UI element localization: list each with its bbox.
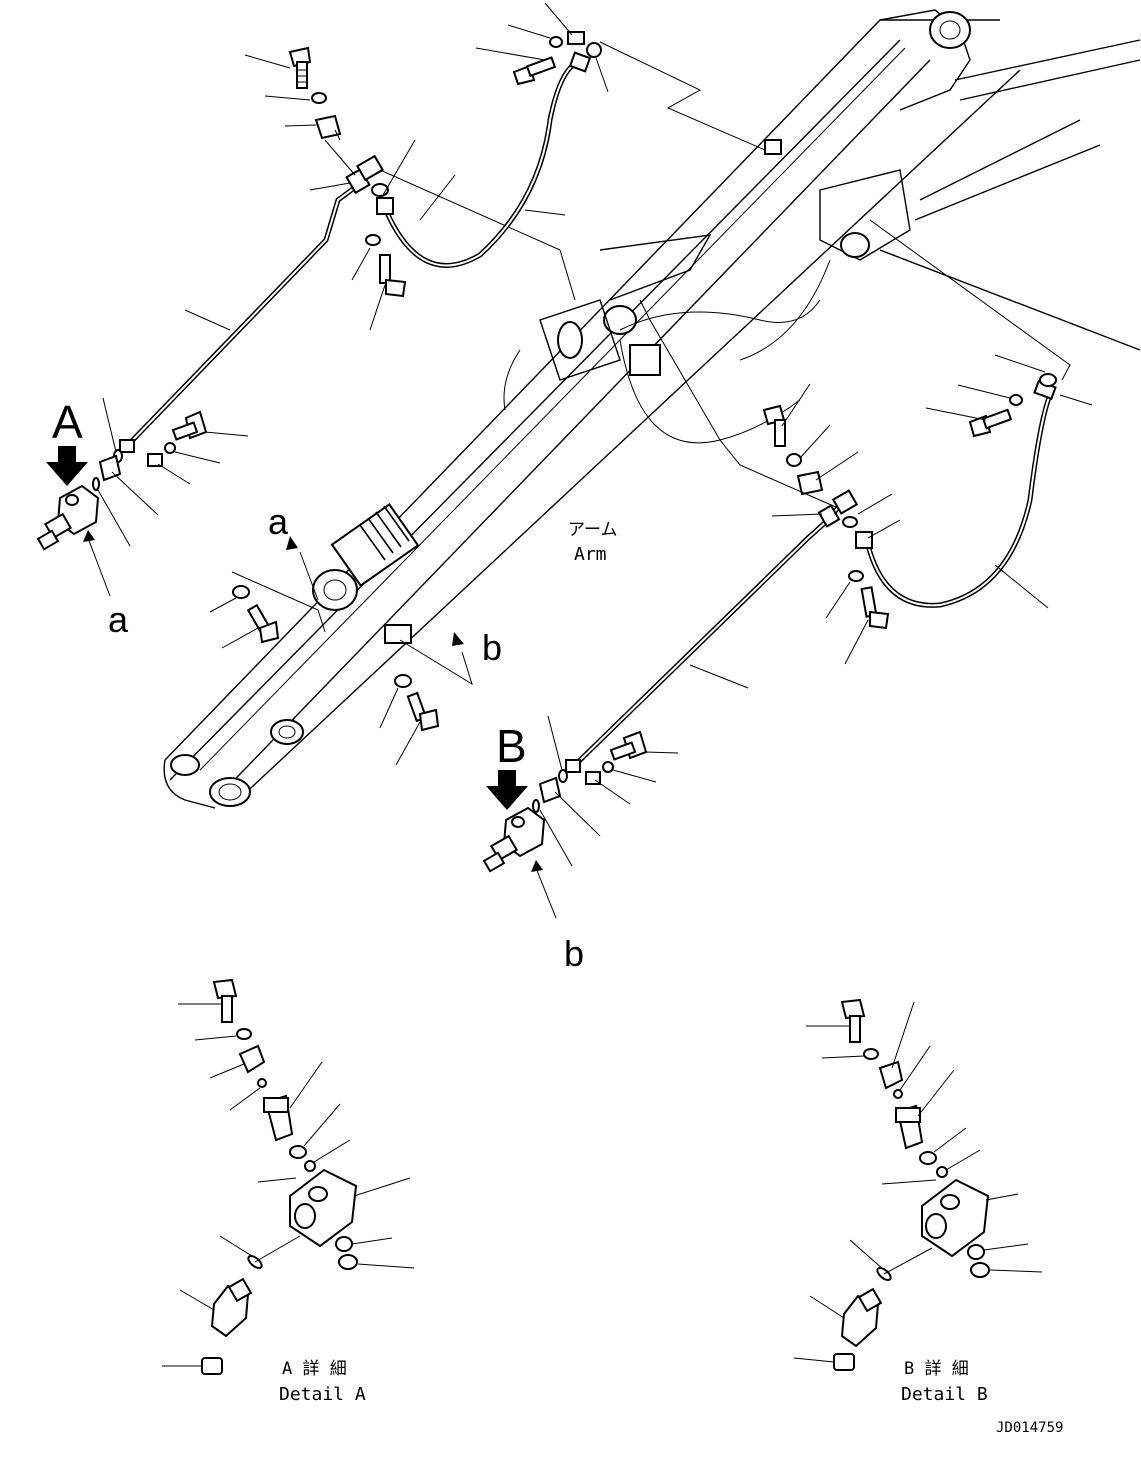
arm-label-en: Arm (574, 544, 607, 565)
ref-label-a-left: a (108, 599, 129, 640)
detail-a-title-jp: A 詳 細 (282, 1359, 347, 1379)
detail-a-drawing (162, 978, 415, 1375)
view-marker-b: B (496, 720, 527, 772)
ref-label-a-arm: a (268, 501, 289, 542)
detail-b-title-en: Detail B (901, 1384, 988, 1405)
arm-body (163, 9, 1141, 809)
arm-clamps (209, 536, 473, 766)
detail-b-drawing (793, 998, 1043, 1371)
view-arrow-a-icon (46, 446, 88, 486)
drawing-number: JD014759 (996, 1420, 1063, 1436)
ref-label-b-bottom: b (564, 933, 584, 974)
ref-label-b-arm: b (482, 627, 502, 668)
view-arrow-b-icon (486, 770, 528, 810)
right-assembly (482, 219, 1093, 919)
detail-a-title-en: Detail A (279, 1384, 366, 1405)
arm-label-jp: アーム (568, 520, 617, 540)
view-marker-a: A (52, 396, 83, 448)
detail-b-title-jp: B 詳 細 (904, 1359, 969, 1379)
upper-left-assembly (36, 2, 766, 597)
